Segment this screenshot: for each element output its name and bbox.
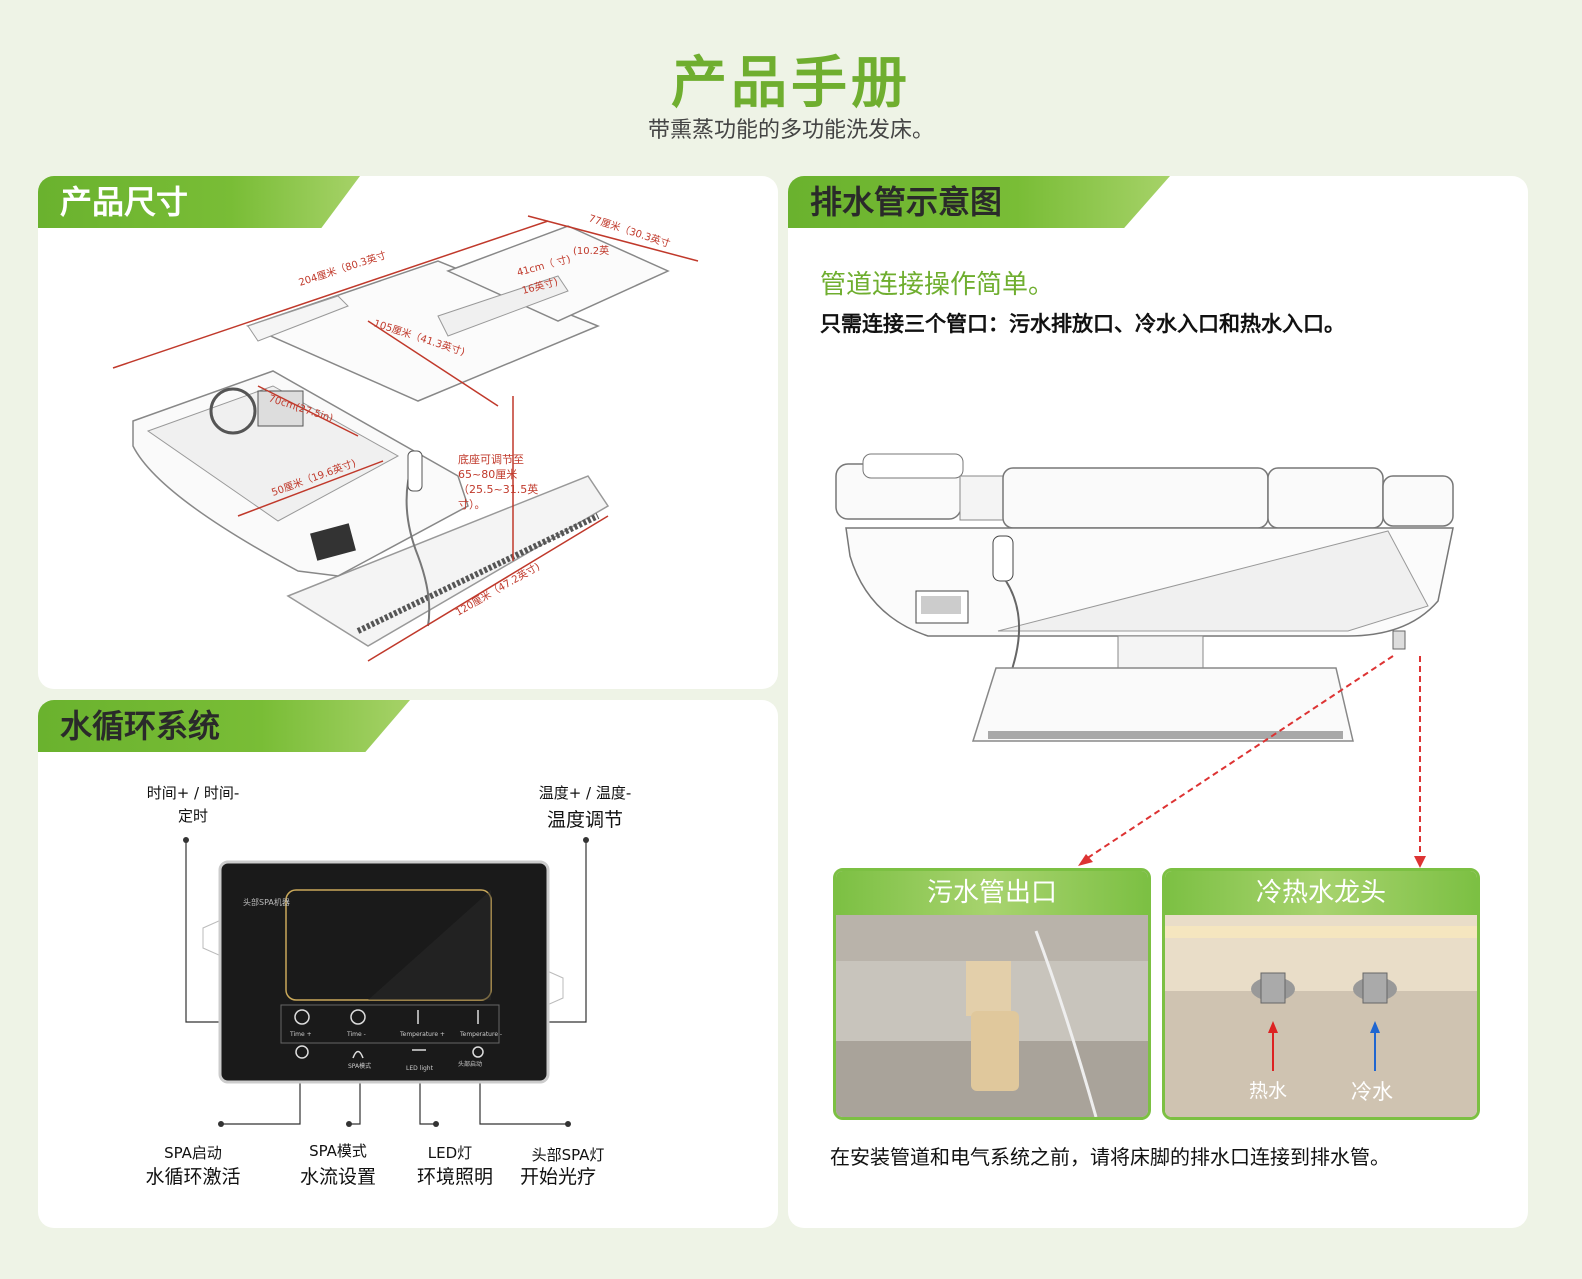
label-spa-mode-top: SPA模式 (309, 1142, 367, 1160)
dimensions-tab: 产品尺寸 (38, 176, 360, 228)
dim-width-cm: (10.2英 (573, 244, 609, 257)
water-taps-image (1165, 871, 1477, 1117)
water-card: 水循环系统 时间+ / 时间- 定时 温度+ / 温度- 温度调节 头部SPA机… (38, 700, 778, 1228)
photo-water-taps: 冷热水龙头 热水 冷水 (1162, 868, 1480, 1120)
panel-btn-time-plus: Time + (289, 1031, 312, 1038)
drain-bed-drawing (835, 453, 1454, 868)
page-title: 产品手册 (671, 51, 911, 116)
water-tab: 水循环系统 (38, 700, 410, 752)
drain-text: 只需连接三个管口：污水排放口、冷水入口和热水入口。 (820, 312, 1345, 336)
panel-brand: 头部SPA机器 (243, 897, 290, 907)
label-head-sub: 开始光疗 (519, 1166, 596, 1188)
label-spa-start-top: SPA启动 (164, 1144, 222, 1162)
label-spa-start-sub: 水循环激活 (145, 1166, 241, 1188)
panel-btn-temp-minus: Temperature - (459, 1031, 502, 1038)
label-head-top: 头部SPA灯 (531, 1146, 605, 1164)
label-spa-mode-sub: 水流设置 (299, 1166, 376, 1188)
panel-btn-led: LED light (406, 1065, 434, 1072)
panel-btn-spa: SPA模式 (348, 1062, 371, 1070)
drain-card: 排水管示意图 管道连接操作简单。 只需连接三个管口：污水排放口、冷水入口和热水入… (788, 176, 1528, 1228)
bed-dimension-drawing: 204厘米（80.3英寸 77厘米（30.3英寸 (10.2英 41cm（ 寸)… (112, 211, 699, 662)
label-time-sub: 定时 (177, 807, 208, 825)
label-temp-sub: 温度调节 (546, 809, 623, 831)
panel-btn-head: 头部启动 (458, 1060, 482, 1068)
panel-btn-time-minus: Time - (346, 1031, 366, 1038)
drain-title: 管道连接操作简单。 (820, 270, 1055, 300)
label-led-top: LED灯 (427, 1144, 473, 1162)
label-led-sub: 环境照明 (416, 1166, 493, 1188)
photo-drain-outlet: 污水管出口 (833, 868, 1151, 1120)
photo-drain-outlet-title: 污水管出口 (836, 871, 1148, 915)
photo-water-taps-title: 冷热水龙头 (1165, 871, 1477, 915)
dimensions-card: 产品尺寸 204厘米（80.3英寸 77厘 (38, 176, 778, 689)
label-time-top: 时间+ / 时间- (146, 784, 240, 802)
panel-btn-temp-plus: Temperature + (399, 1031, 445, 1038)
cold-water-label: 冷水 (1351, 1080, 1393, 1104)
drain-note: 在安装管道和电气系统之前，请将床脚的排水口连接到排水管。 (830, 1145, 1390, 1169)
page-subtitle: 带熏蒸功能的多功能洗发床。 (647, 118, 934, 143)
dim-height-note: 底座可调节至65~80厘米（25.5~31.5英寸）。 (458, 453, 539, 511)
label-temp-top: 温度+ / 温度- (538, 784, 632, 802)
hot-water-label: 热水 (1249, 1080, 1288, 1102)
control-panel-diagram: 头部SPA机器 Time + Time - Temperature + Temp… (183, 837, 589, 1127)
drain-tab: 排水管示意图 (788, 176, 1170, 228)
